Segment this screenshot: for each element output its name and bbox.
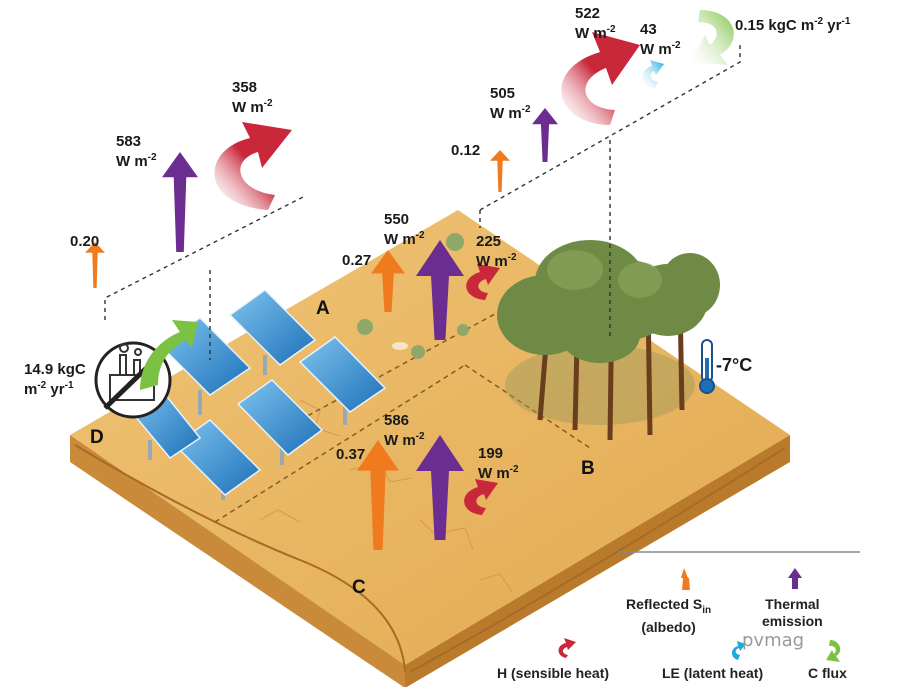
c-albedo-value: 0.37	[336, 446, 366, 463]
legend-panel	[558, 551, 860, 662]
watermark-text: pvmag	[742, 630, 805, 651]
zone-label-b: B	[581, 458, 595, 479]
albedo-arrow-d	[85, 242, 105, 288]
flux-arrows	[85, 108, 558, 550]
legend-latent: LE (latent heat)	[662, 665, 764, 681]
albedo-arrow-a	[371, 250, 405, 312]
zone-label-d: D	[90, 427, 104, 448]
forest-trees	[497, 240, 720, 441]
thermal-arrow-b	[532, 108, 558, 162]
thermometer-icon	[699, 339, 715, 394]
sensible-heat-arrow-d	[214, 122, 292, 210]
zone-label-a: A	[316, 298, 330, 319]
desert-shrubs	[357, 233, 469, 359]
carbon-flux-arrow-d	[140, 320, 198, 390]
zone-label-c: C	[352, 577, 366, 598]
leader-lines	[104, 45, 741, 360]
b-albedo-value: 0.12	[451, 142, 481, 159]
albedo-arrow-b	[490, 150, 510, 192]
sensible-heat-arrow-c	[464, 479, 498, 515]
sensible-heat-arrow-a	[466, 264, 500, 300]
latent-heat-arrow-b	[642, 60, 664, 88]
thermal-arrow-c	[416, 435, 464, 540]
legend-sensible: H (sensible heat)	[497, 665, 610, 681]
albedo-arrow-c	[357, 440, 399, 550]
b-carbon-label: 0.15 kgC m-2 yr-1	[735, 16, 851, 34]
legend-reflected: Reflected Sin(albedo)	[626, 596, 712, 635]
legend-carbon: C flux	[808, 665, 847, 681]
carbon-flux-arrow-b	[690, 10, 734, 65]
panel-group	[128, 289, 387, 496]
sensible-heat-arrow-b	[561, 32, 640, 125]
a-albedo-value: 0.27	[342, 252, 372, 269]
b-temperature-label: -7°C	[716, 355, 753, 375]
solar-panels	[128, 289, 387, 500]
thermal-arrow-a	[416, 240, 464, 340]
d-albedo-value: 0.20	[70, 233, 100, 250]
thermal-arrow-d	[162, 152, 198, 252]
